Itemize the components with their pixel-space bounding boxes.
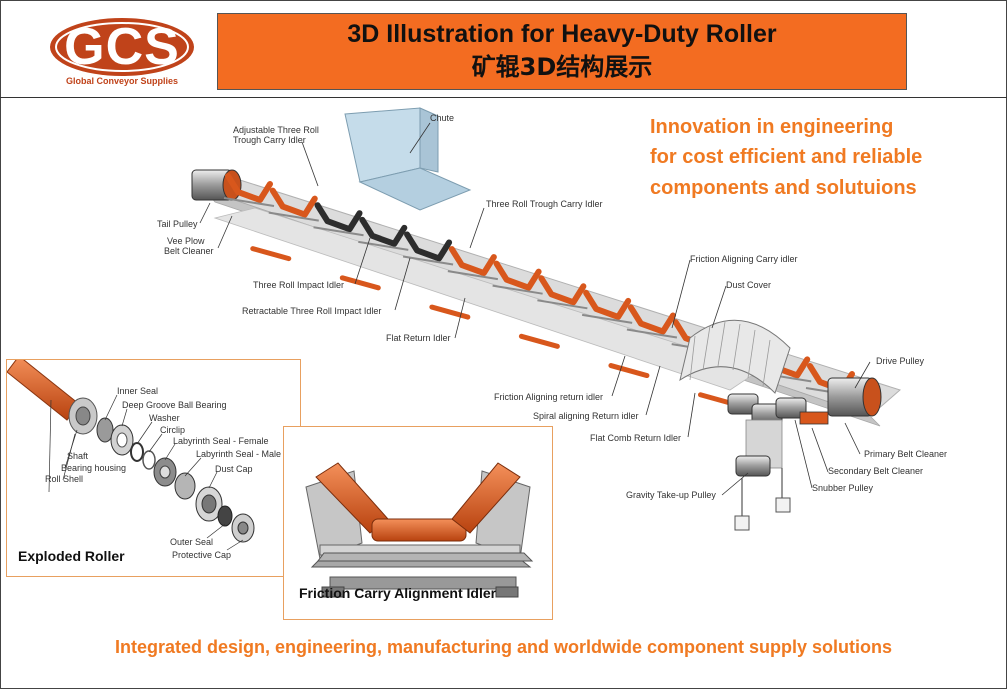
- label-roll-shell: Roll Shell: [45, 474, 83, 484]
- idler-base-icon: [321, 576, 519, 598]
- label-chute: Chute: [430, 113, 454, 123]
- label-protective-cap: Protective Cap: [172, 550, 231, 560]
- label-outer-seal: Outer Seal: [170, 537, 213, 547]
- label-flat-return: Flat Return Idler: [386, 333, 451, 343]
- return-idler-icon: [608, 363, 650, 379]
- label-dust-cover: Dust Cover: [726, 280, 771, 290]
- label-inner-seal: Inner Seal: [117, 386, 158, 396]
- impact-idler-icon: [402, 231, 454, 266]
- carry-idler-icon: [447, 246, 499, 281]
- roll-shell-icon: [7, 360, 98, 435]
- label-vee-plow-2: Belt Cleaner: [164, 246, 214, 256]
- snubber-pulley-icon: [727, 393, 829, 425]
- carry-idler-icon: [537, 275, 588, 310]
- conveyor-diagram: Chute Adjustable Three Roll Trough Carry…: [157, 107, 947, 531]
- return-idler-icon: [250, 246, 292, 262]
- roller-components: [96, 417, 255, 543]
- slogan-line-2: for cost efficient and reliable: [650, 146, 923, 168]
- label-tail-pulley: Tail Pulley: [157, 219, 198, 229]
- label-three-roll-trough: Three Roll Trough Carry Idler: [486, 199, 603, 209]
- title-chinese: 矿辊3D结构展示: [471, 53, 653, 81]
- label-dust-cap: Dust Cap: [215, 464, 253, 474]
- leader-lines: [199, 122, 871, 496]
- idler-frame-icon: [305, 470, 534, 568]
- label-friction-aligning-return: Friction Aligning return idler: [494, 392, 603, 402]
- exploded-leader-lines: [48, 394, 244, 551]
- label-adjustable-idler-1: Adjustable Three Roll: [233, 125, 319, 135]
- gravity-takeup-icon: [734, 419, 791, 531]
- exploded-roller-title: Exploded Roller: [18, 548, 125, 564]
- title-english: 3D Illustration for Heavy-Duty Roller: [347, 20, 777, 48]
- header-divider: [0, 97, 1007, 98]
- label-primary-cleaner: Primary Belt Cleaner: [864, 449, 947, 459]
- idler-rollers-icon: [315, 462, 521, 542]
- logo-subtitle: Global Conveyor Supplies: [65, 76, 179, 86]
- carry-idler-icon: [626, 304, 678, 339]
- carry-idler-icon: [223, 173, 275, 207]
- label-labyrinth-male: Labyrinth Seal - Male: [196, 449, 281, 459]
- slogan-line-1: Innovation in engineering: [650, 116, 894, 138]
- friction-idler-title: Friction Carry Alignment Idler: [299, 585, 497, 601]
- label-vee-plow-1: Vee Plow: [167, 236, 205, 246]
- label-shaft: Shaft: [67, 451, 89, 461]
- return-idler-icon: [429, 304, 471, 320]
- label-labyrinth-female: Labyrinth Seal - Female: [173, 436, 269, 446]
- logo-badge-icon: [50, 18, 194, 76]
- exploded-roller-panel: Inner Seal Deep Groove Ball Bearing Wash…: [6, 359, 301, 577]
- slogan-line-3: components and solutuions: [650, 177, 917, 199]
- label-retractable-impact: Retractable Three Roll Impact Idler: [242, 306, 381, 316]
- return-idler-icon: [518, 333, 560, 349]
- label-deep-groove-bearing: Deep Groove Ball Bearing: [122, 400, 227, 410]
- chute-icon: [344, 107, 472, 211]
- label-friction-aligning-carry: Friction Aligning Carry idler: [690, 254, 798, 264]
- logo-text: GCS: [64, 18, 180, 76]
- label-flat-comb-return: Flat Comb Return Idler: [590, 433, 681, 443]
- label-washer: Washer: [149, 413, 180, 423]
- carry-idler-icon: [268, 187, 319, 222]
- dust-cover-icon: [679, 319, 791, 394]
- friction-idler-panel: Friction Carry Alignment Idler: [283, 426, 553, 620]
- exploded-roller-illustration: Inner Seal Deep Groove Ball Bearing Wash…: [7, 360, 281, 560]
- idler-group: [223, 173, 857, 408]
- label-spiral-aligning-return: Spiral aligning Return idler: [533, 411, 639, 421]
- carry-idler-icon: [581, 289, 633, 324]
- label-adjustable-idler-2: Trough Carry Idler: [233, 135, 306, 145]
- friction-idler-illustration: [305, 462, 534, 598]
- impact-idler-icon: [358, 216, 409, 251]
- label-gravity-takeup: Gravity Take-up Pulley: [626, 490, 716, 500]
- footer-tagline: Integrated design, engineering, manufact…: [114, 637, 893, 657]
- gcs-logo: GCS Global Conveyor Supplies: [48, 16, 196, 90]
- drive-pulley-icon: [827, 377, 882, 417]
- title-banner: 3D Illustration for Heavy-Duty Roller 矿辊…: [217, 13, 907, 90]
- label-snubber-pulley: Snubber Pulley: [812, 483, 874, 493]
- carry-idler-icon: [492, 260, 543, 295]
- label-bearing-housing: Bearing housing: [61, 463, 126, 473]
- impact-idler-icon: [313, 202, 364, 237]
- label-secondary-cleaner: Secondary Belt Cleaner: [828, 466, 923, 476]
- label-drive-pulley: Drive Pulley: [876, 356, 925, 366]
- label-three-roll-impact: Three Roll Impact Idler: [253, 280, 344, 290]
- return-idler-icon: [339, 275, 381, 291]
- label-circlip: Circlip: [160, 425, 185, 435]
